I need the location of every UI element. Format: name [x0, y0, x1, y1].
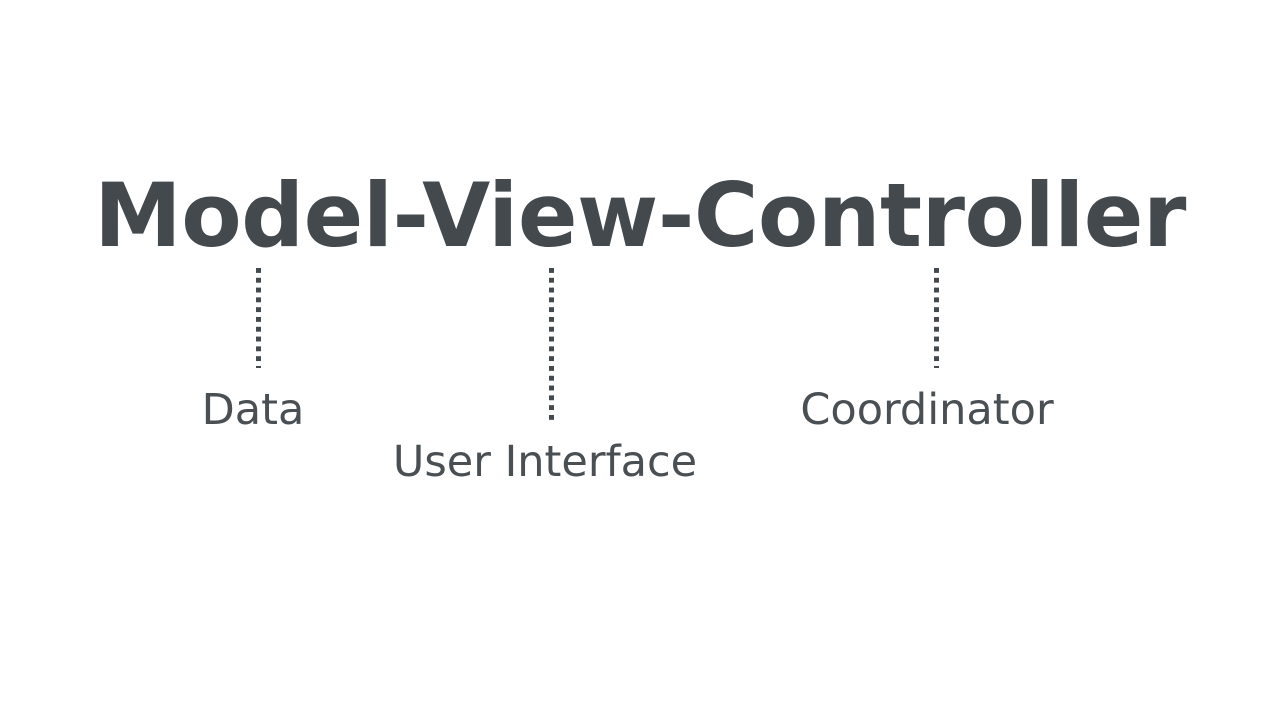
leader-line-view [549, 268, 554, 420]
label-controller-coordinator: Coordinator [800, 385, 1054, 435]
leader-line-model [256, 268, 261, 368]
leader-line-controller [934, 268, 939, 368]
label-model-data: Data [201, 385, 305, 435]
label-view-user-interface: User Interface [392, 437, 698, 487]
page-title: Model-View-Controller [94, 164, 1186, 267]
